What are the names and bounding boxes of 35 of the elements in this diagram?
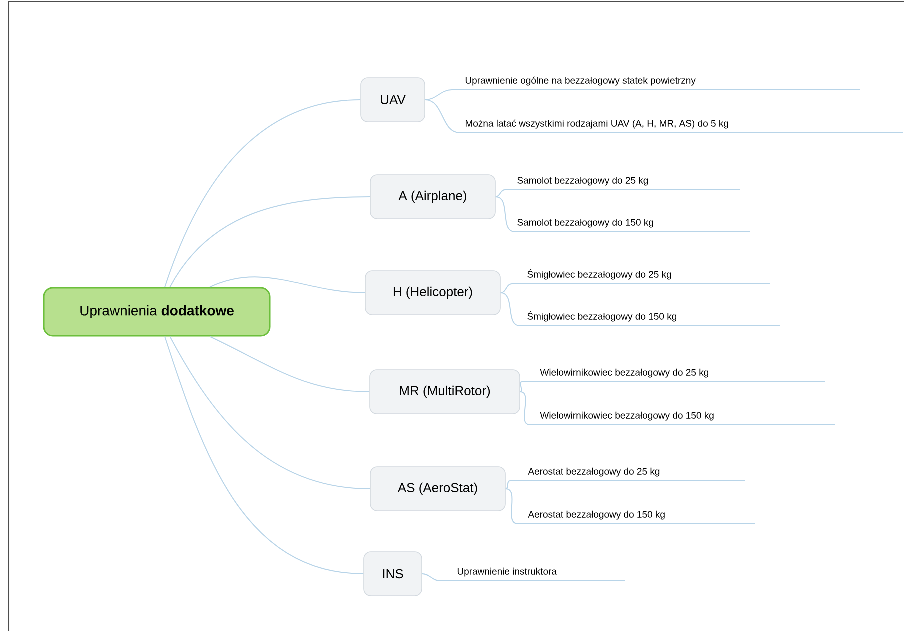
underlined-text: Samolot bezzałogowy do 25 kg <box>504 176 740 190</box>
branch-line <box>422 574 440 582</box>
branch-line <box>210 336 370 392</box>
underlined-text: Samolot bezzałogowy do 150 kg <box>514 218 750 232</box>
topic-box: A (Airplane) <box>370 174 496 220</box>
underlined-text: Można latać wszystkimi rodzajami UAV (A, H, MR, AS) do 5 kg <box>460 120 904 134</box>
branch-line <box>520 382 522 392</box>
branch-line <box>495 196 516 232</box>
root-box: Uprawnienia dodatkowe <box>43 287 271 337</box>
topic-box: INS <box>364 552 422 596</box>
underlined-text: Śmigłowiec bezzałogowy do 150 kg <box>520 311 780 326</box>
branch-line <box>495 190 506 198</box>
branch-line <box>424 100 460 134</box>
underlined-text: Aerostat bezzałogowy do 25 kg <box>510 468 746 482</box>
topic-box: MR (MultiRotor) <box>370 370 520 414</box>
branch-line <box>520 392 530 426</box>
underlined-text: Śmigłowiec bezzałogowy do 25 kg <box>512 269 770 284</box>
branch-line <box>500 292 520 326</box>
branch-line <box>424 90 452 100</box>
branch-line <box>500 284 512 294</box>
branch-line <box>164 336 364 574</box>
underlined-text: Wielowirnikowiec bezzałogowy do 150 kg <box>530 412 836 426</box>
branch-line <box>170 336 371 490</box>
underlined-text: Wielowirnikowiec bezzałogowy do 25 kg <box>522 368 826 382</box>
topic-box: AS (AeroStat) <box>370 466 506 512</box>
branch-line <box>164 100 362 288</box>
underlined-text: Uprawnienie ogólne na bezzałogowy statek powietrzny <box>452 76 860 90</box>
underlined-text: Aerostat bezzałogowy do 150 kg <box>518 510 756 524</box>
branch-line <box>210 276 366 294</box>
branch-line <box>505 488 518 524</box>
branch-line <box>505 480 510 490</box>
topic-box: H (Helicopter) <box>365 270 501 316</box>
branch-line <box>170 196 371 288</box>
underlined-text: Uprawnienie instruktora <box>440 568 626 582</box>
topic-box: UAV <box>360 78 426 122</box>
